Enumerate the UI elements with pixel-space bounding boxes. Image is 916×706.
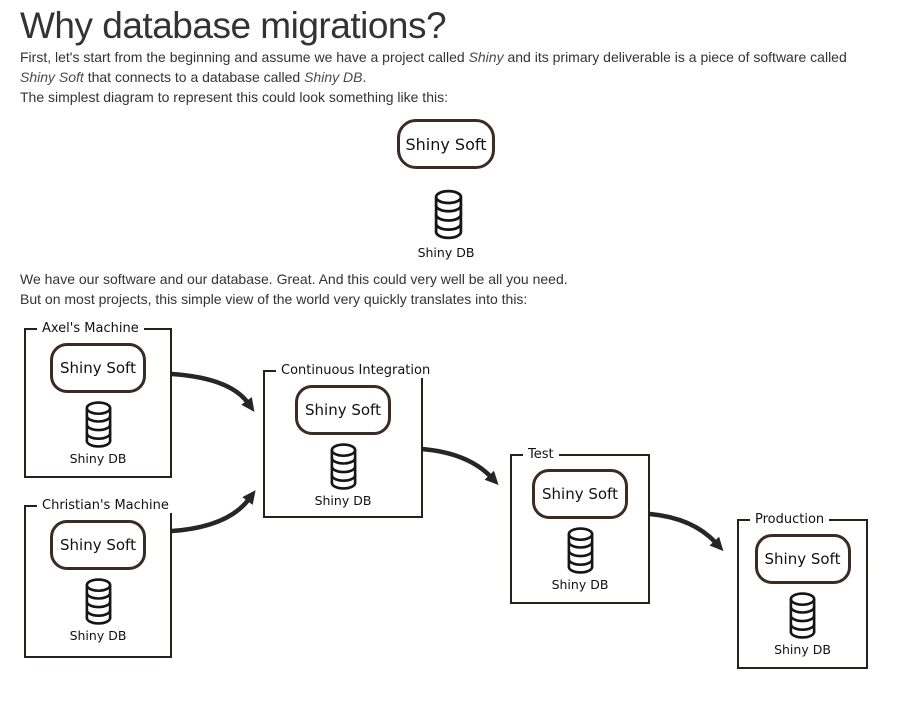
arrow-ci-to-test: [419, 446, 499, 485]
database-cylinder-icon: [85, 401, 111, 448]
database-cylinder-icon: [85, 578, 111, 625]
env-box-title: Christian's Machine: [37, 498, 174, 513]
database-cylinder-icon: [330, 443, 356, 490]
env-box-christians-machine: Christian's Machine Shiny Soft Shiny DB: [24, 498, 174, 658]
simplest-diagram-paragraph: The simplest diagram to represent this c…: [20, 89, 448, 105]
database-label: Shiny DB: [774, 642, 831, 657]
software-node: Shiny Soft: [50, 343, 146, 393]
software-node-label: Shiny Soft: [305, 401, 381, 419]
env-box-title: Axel's Machine: [37, 321, 144, 336]
software-node-label: Shiny Soft: [60, 359, 136, 377]
arrow-test-to-production: [647, 511, 724, 552]
software-node: Shiny Soft: [532, 469, 628, 519]
software-name-emphasis: Shiny Soft: [20, 69, 84, 85]
intro-text-3: that connects to a database called: [83, 69, 305, 85]
database-cylinder-icon: [434, 189, 463, 240]
intro-text-4: .: [362, 69, 367, 85]
arrow-axel-to-ci: [169, 371, 255, 412]
database-label: Shiny DB: [69, 628, 127, 643]
database-label: Shiny DB: [551, 577, 609, 592]
simple-diagram: Shiny Soft Shiny DB: [20, 119, 896, 269]
database-label: Shiny DB: [69, 451, 127, 466]
intro-text-2: and its primary deliverable is a piece o…: [503, 49, 847, 65]
software-node-label: Shiny Soft: [764, 550, 841, 568]
software-node: Shiny Soft: [754, 534, 851, 584]
software-node-label: Shiny Soft: [405, 134, 487, 154]
arrow-christian-to-ci: [169, 490, 256, 534]
page-title: Why database migrations?: [20, 5, 447, 46]
env-box-title: Continuous Integration: [276, 363, 436, 378]
software-node: Shiny Soft: [295, 385, 391, 435]
database-cylinder-icon: [567, 527, 593, 574]
software-node-label: Shiny Soft: [60, 536, 136, 554]
env-box-production: Production Shiny Soft Shiny DB: [737, 512, 868, 669]
project-name-emphasis: Shiny: [468, 49, 504, 65]
env-box-axels-machine: Axel's Machine Shiny Soft Shiny DB: [24, 321, 172, 478]
software-node-label: Shiny Soft: [542, 485, 618, 503]
env-box-test: Test Shiny Soft Shiny DB: [510, 447, 650, 604]
intro-paragraph: First, let's start from the beginning an…: [20, 47, 878, 87]
great-paragraph: We have our software and our database. G…: [20, 271, 568, 287]
env-box-title: Production: [750, 512, 830, 527]
database-label: Shiny DB: [417, 245, 475, 260]
env-box-title: Test: [523, 447, 559, 462]
software-node: Shiny Soft: [50, 520, 146, 570]
env-box-continuous-integration: Continuous Integration Shiny Soft Shiny …: [263, 363, 436, 518]
database-cylinder-icon: [789, 592, 816, 639]
environments-diagram: Axel's Machine Shiny Soft Shiny DB Chris…: [20, 321, 896, 682]
database-name-emphasis: Shiny DB: [304, 69, 363, 85]
intro-text-1: First, let's start from the beginning an…: [20, 49, 469, 65]
software-node: Shiny Soft: [397, 119, 495, 169]
translates-paragraph: But on most projects, this simple view o…: [20, 291, 528, 307]
database-label: Shiny DB: [314, 493, 372, 508]
